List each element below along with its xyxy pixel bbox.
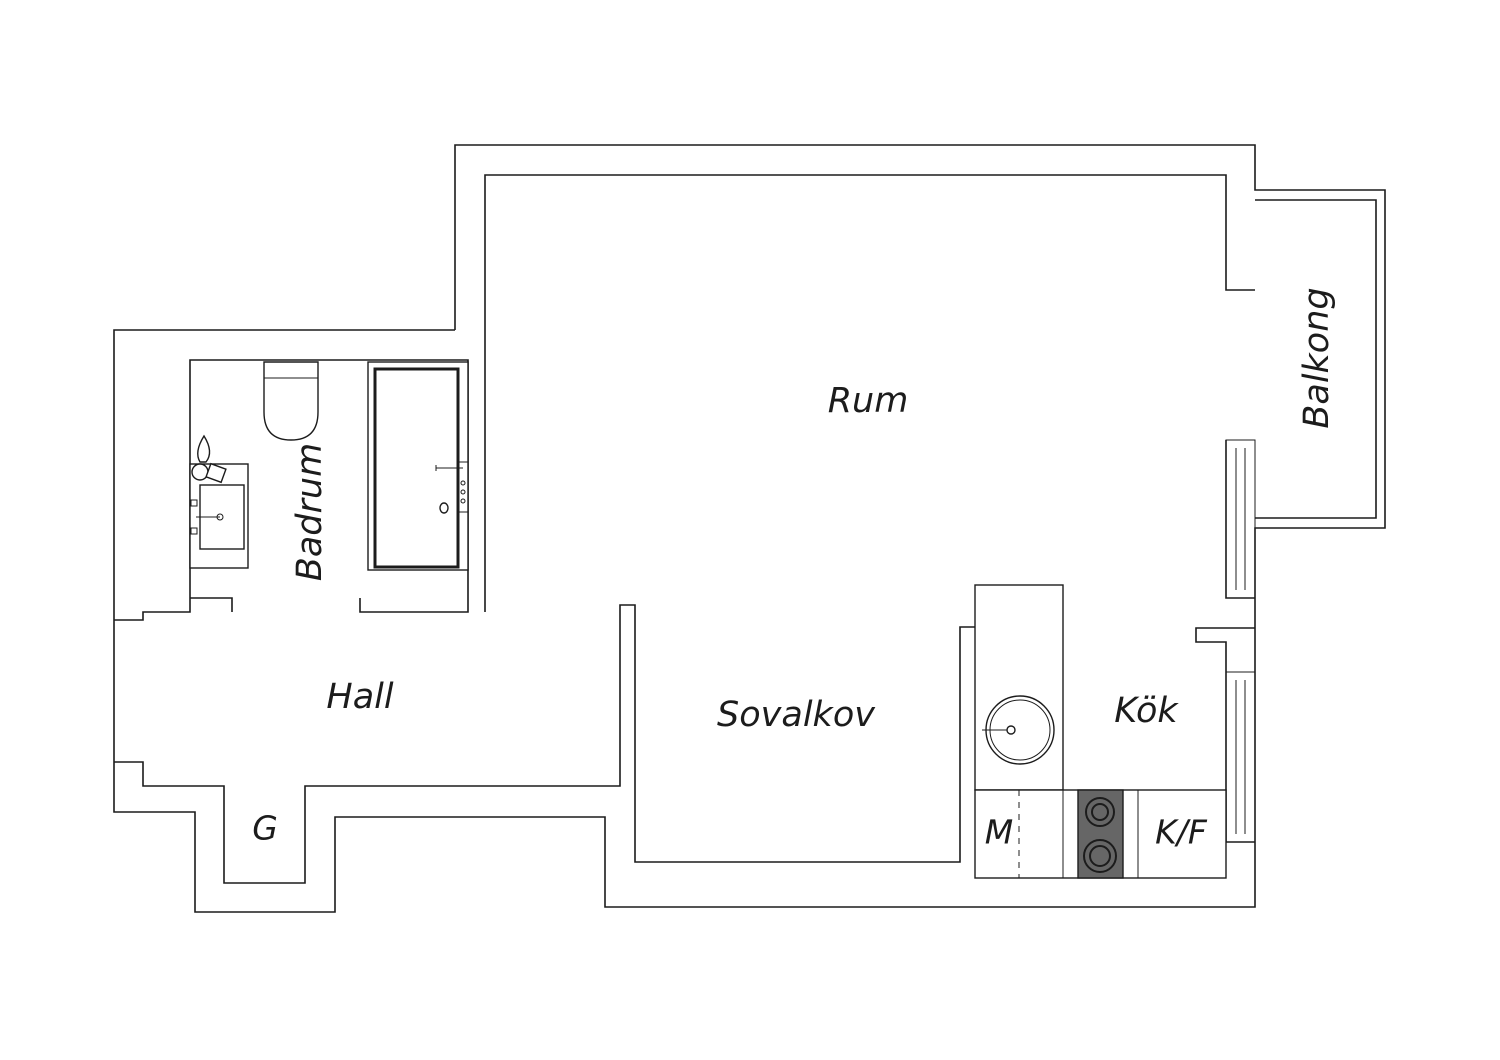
rum-right-wall xyxy=(1225,440,1255,599)
plant-icon xyxy=(197,434,211,463)
hob-burner-icon xyxy=(1085,797,1115,827)
window-kok xyxy=(1225,671,1256,843)
hall-left-wall xyxy=(114,359,469,621)
room-label-sovalkov: Sovalkov xyxy=(717,695,876,735)
kitchen-fixtures xyxy=(974,584,1227,879)
balkong-inner-wall xyxy=(1255,199,1377,519)
appliance-label-mikro: M xyxy=(985,813,1013,852)
room-label-kok: Kök xyxy=(1114,691,1179,731)
toilet-icon xyxy=(263,361,319,441)
outer-wall-outline xyxy=(113,144,1386,913)
room-label-badrum: Badrum xyxy=(290,443,330,581)
rum-inner-wall xyxy=(484,174,1255,612)
drain-icon xyxy=(439,502,449,514)
bathroom-fixtures xyxy=(189,361,469,571)
hall-bottom-wall xyxy=(114,604,975,884)
room-label-garderob: G xyxy=(252,809,278,848)
room-label-rum: Rum xyxy=(828,381,909,421)
soap-icon xyxy=(205,462,227,484)
room-labels: Rum Balkong Badrum Hall Sovalkov Kök G M… xyxy=(252,287,1337,851)
cup-icon xyxy=(191,463,209,481)
room-label-balkong: Balkong xyxy=(1297,287,1337,428)
appliance-label-kyl-frys: K/F xyxy=(1155,813,1208,852)
room-label-hall: Hall xyxy=(326,677,393,717)
outer-walls xyxy=(113,144,1386,913)
badrum-door-stub xyxy=(190,597,233,612)
hob-burner-icon xyxy=(1083,839,1117,873)
window-rum xyxy=(1225,439,1256,599)
